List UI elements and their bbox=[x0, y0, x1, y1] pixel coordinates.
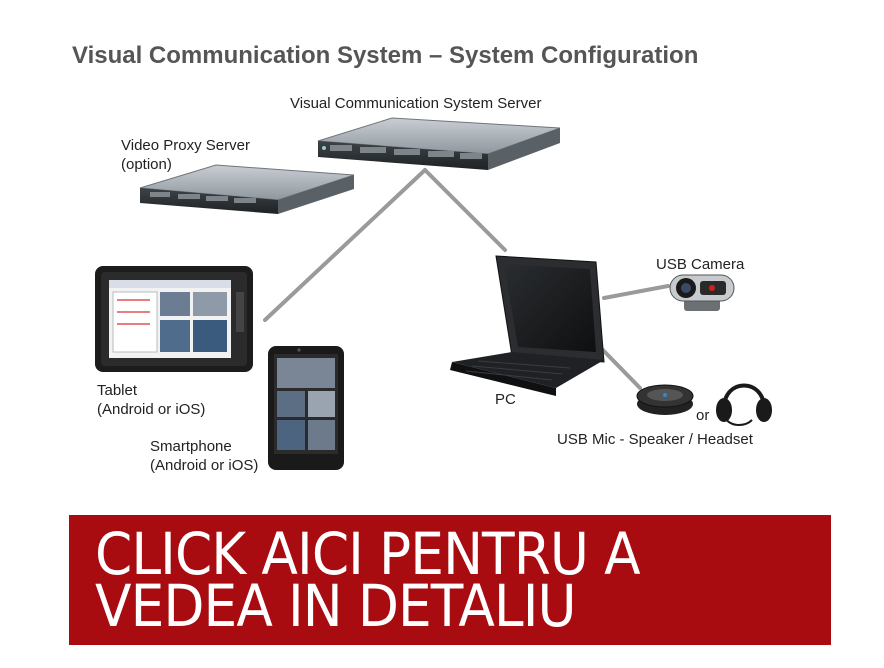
connector-pc-camera bbox=[602, 284, 670, 300]
system-diagram bbox=[95, 117, 772, 470]
usb-audio-label: USB Mic - Speaker / Headset bbox=[557, 431, 753, 448]
vcs-server-device bbox=[317, 117, 561, 170]
smartphone-label-line1: Smartphone bbox=[150, 438, 232, 455]
usb-camera-device bbox=[669, 274, 735, 311]
connector-server-pc bbox=[423, 168, 507, 252]
cta-line-1: CLICK AICI PENTRU A bbox=[95, 520, 641, 588]
smartphone-label-line2: (Android or iOS) bbox=[150, 457, 259, 474]
proxy-label-line2: (option) bbox=[121, 156, 172, 173]
smartphone-device bbox=[268, 346, 344, 470]
proxy-label-line1: Video Proxy Server bbox=[121, 137, 250, 154]
diagram-title: Visual Communication System – System Con… bbox=[72, 42, 699, 69]
or-label: or bbox=[696, 407, 710, 424]
server-label: Visual Communication System Server bbox=[290, 95, 542, 112]
pc-label: PC bbox=[495, 391, 516, 408]
cta-line-2: VEDEA IN DETALIU bbox=[95, 572, 577, 640]
headset-device bbox=[716, 383, 772, 426]
pc-laptop-device bbox=[450, 255, 605, 396]
video-proxy-server-device bbox=[139, 164, 355, 214]
view-details-banner-button[interactable]: CLICK AICI PENTRU A VEDEA IN DETALIU bbox=[69, 515, 831, 645]
connector-server-tablet bbox=[263, 168, 427, 322]
usb-camera-label: USB Camera bbox=[656, 256, 745, 273]
usb-mic-speaker-device bbox=[636, 384, 694, 415]
connector-lines bbox=[263, 168, 670, 390]
tablet-label-line2: (Android or iOS) bbox=[97, 401, 206, 418]
tablet-label-line1: Tablet bbox=[97, 382, 138, 399]
tablet-device bbox=[95, 266, 253, 372]
connector-pc-mic bbox=[596, 343, 642, 390]
